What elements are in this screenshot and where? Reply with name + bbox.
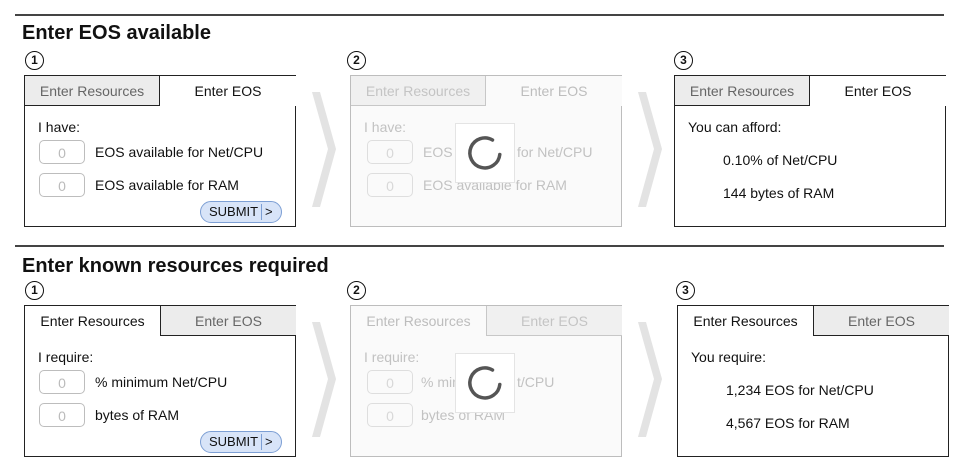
field-label-right: for Net/CPU xyxy=(517,144,593,160)
chevron-right-icon xyxy=(638,322,662,437)
tab-enter-eos[interactable]: Enter EOS xyxy=(160,76,296,106)
eos-net-cpu-input[interactable]: 0 xyxy=(39,140,85,164)
tab-bar: Enter Resources Enter EOS xyxy=(678,306,949,336)
chevron-right-icon xyxy=(312,92,336,207)
tab-enter-resources[interactable]: Enter Resources xyxy=(678,306,813,336)
resources-loading-panel: Enter Resources Enter EOS I require: 0 %… xyxy=(350,305,622,457)
submit-button[interactable]: SUBMIT > xyxy=(200,431,282,453)
eos-ram-input: 0 xyxy=(367,173,413,197)
net-cpu-percent-input: 0 xyxy=(367,370,413,394)
tab-enter-resources[interactable]: Enter Resources xyxy=(351,76,486,106)
eos-result-panel: Enter Resources Enter EOS You can afford… xyxy=(674,75,946,227)
chevron-right-icon xyxy=(638,92,662,207)
tab-bar: Enter Resources Enter EOS xyxy=(25,76,296,106)
tab-enter-eos[interactable]: Enter EOS xyxy=(486,306,622,336)
spinner-icon xyxy=(455,353,515,413)
net-cpu-percent-input[interactable]: 0 xyxy=(39,370,85,394)
section-divider xyxy=(15,245,944,247)
result-line: 1,234 EOS for Net/CPU xyxy=(726,382,874,398)
tab-enter-resources[interactable]: Enter Resources xyxy=(675,76,810,106)
tab-enter-resources[interactable]: Enter Resources xyxy=(25,306,160,336)
button-divider xyxy=(261,204,262,220)
field-label: % minimum Net/CPU xyxy=(95,374,228,390)
chevron-right-icon: > xyxy=(265,434,273,449)
ram-bytes-input[interactable]: 0 xyxy=(39,403,85,427)
eos-net-cpu-input: 0 xyxy=(367,140,413,164)
step-number: 3 xyxy=(674,51,693,70)
field-label: bytes of RAM xyxy=(95,407,180,423)
submit-button[interactable]: SUBMIT > xyxy=(200,201,282,223)
tab-bar: Enter Resources Enter EOS xyxy=(351,76,622,106)
result-prompt: You can afford: xyxy=(688,119,782,135)
field-label-right: t/CPU xyxy=(517,374,555,390)
button-divider xyxy=(261,434,262,450)
section-title: Enter EOS available xyxy=(22,22,211,44)
tab-bar: Enter Resources Enter EOS xyxy=(351,306,622,336)
step-number: 1 xyxy=(25,281,44,300)
step-number: 2 xyxy=(347,51,366,70)
tab-enter-eos[interactable]: Enter EOS xyxy=(486,76,622,106)
eos-input-panel: Enter Resources Enter EOS I have: 0 EOS … xyxy=(24,75,296,227)
submit-label: SUBMIT xyxy=(209,434,259,449)
prompt-label: I have: xyxy=(38,119,81,135)
tab-enter-resources[interactable]: Enter Resources xyxy=(25,76,160,106)
chevron-right-icon xyxy=(312,322,336,437)
resources-result-panel: Enter Resources Enter EOS You require: 1… xyxy=(677,305,949,457)
submit-label: SUBMIT xyxy=(209,204,259,219)
prompt-label: I require: xyxy=(364,349,420,365)
prompt-label: I require: xyxy=(38,349,94,365)
tab-enter-eos[interactable]: Enter EOS xyxy=(160,306,296,336)
section-divider xyxy=(15,14,944,16)
tab-enter-eos[interactable]: Enter EOS xyxy=(810,76,946,106)
tab-enter-resources[interactable]: Enter Resources xyxy=(351,306,486,336)
result-prompt: You require: xyxy=(691,349,766,365)
chevron-right-icon: > xyxy=(265,204,273,219)
step-number: 3 xyxy=(676,281,695,300)
prompt-label: I have: xyxy=(364,119,407,135)
field-label-left: EOS xyxy=(423,144,453,160)
tab-bar: Enter Resources Enter EOS xyxy=(25,306,296,336)
eos-ram-input[interactable]: 0 xyxy=(39,173,85,197)
tab-bar: Enter Resources Enter EOS xyxy=(675,76,946,106)
eos-loading-panel: Enter Resources Enter EOS I have: 0 EOS … xyxy=(350,75,622,227)
step-number: 1 xyxy=(25,51,44,70)
resources-input-panel: Enter Resources Enter EOS I require: 0 %… xyxy=(24,305,296,457)
result-line: 4,567 EOS for RAM xyxy=(726,415,850,431)
result-line: 0.10% of Net/CPU xyxy=(723,152,838,168)
section-title: Enter known resources required xyxy=(22,255,329,277)
result-line: 144 bytes of RAM xyxy=(723,185,835,201)
ram-bytes-input: 0 xyxy=(367,403,413,427)
tab-enter-eos[interactable]: Enter EOS xyxy=(813,306,949,336)
step-number: 2 xyxy=(347,281,366,300)
spinner-icon xyxy=(455,123,515,183)
field-label: EOS available for RAM xyxy=(95,177,239,193)
field-label-left: % min xyxy=(421,374,460,390)
field-label: EOS available for Net/CPU xyxy=(95,144,264,160)
